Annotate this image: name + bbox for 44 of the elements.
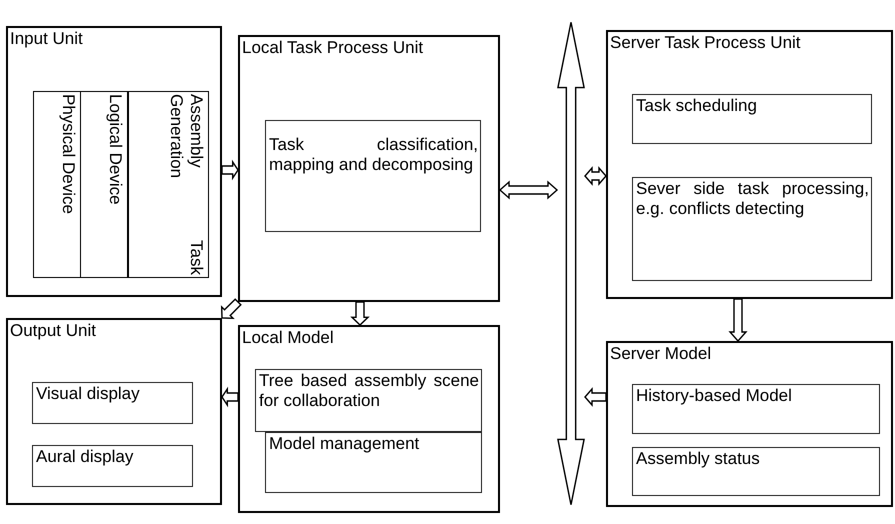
unit-title: Server Task Process Unit (610, 32, 801, 54)
block-arrow (498, 180, 558, 200)
block-arrow (221, 160, 239, 180)
device-column (80, 91, 128, 278)
unit-box (606, 341, 893, 507)
block-arrow (584, 387, 607, 407)
function-box (32, 382, 193, 424)
device-column (128, 91, 209, 278)
box-text: Aural display (36, 447, 134, 467)
function-box (265, 432, 482, 493)
box-text: Tree based assembly scene for collaboration (259, 371, 479, 411)
box-text: Model management (269, 434, 420, 454)
function-box (632, 177, 872, 281)
unit-title: Local Task Process Unit (242, 37, 424, 59)
unit-title: Server Model (610, 343, 712, 365)
unit-box (238, 35, 500, 302)
box-text: Visual display (36, 384, 141, 404)
column-label: Physical Device (58, 94, 78, 216)
column-label: Assembly Task Generation (166, 94, 206, 275)
unit-box (238, 325, 500, 513)
unit-box (606, 30, 893, 299)
column-label: Logical Device (105, 94, 125, 207)
function-box (632, 94, 872, 144)
box-text: Assembly status (636, 449, 761, 469)
unit-box (6, 26, 222, 297)
function-box (255, 369, 482, 432)
block-arrow (221, 386, 239, 408)
block-arrow (350, 301, 370, 326)
box-text: Task classification, mapping and decomposing (269, 135, 478, 175)
device-column (33, 91, 81, 278)
box-text: Sever side task processing, e.g. conflicts detecting (636, 179, 869, 219)
function-box (32, 445, 193, 487)
function-box (632, 447, 880, 496)
box-text: Task scheduling (636, 96, 758, 116)
unit-title: Output Unit (10, 320, 96, 342)
function-box (632, 384, 880, 434)
block-arrow (728, 298, 748, 342)
unit-title: Local Model (242, 327, 334, 349)
unit-title: Input Unit (10, 28, 83, 50)
box-text: History-based Model (636, 386, 793, 406)
unit-box (6, 318, 222, 505)
block-arrow (584, 166, 607, 186)
function-box (265, 120, 481, 232)
block-arrow (220, 298, 242, 320)
